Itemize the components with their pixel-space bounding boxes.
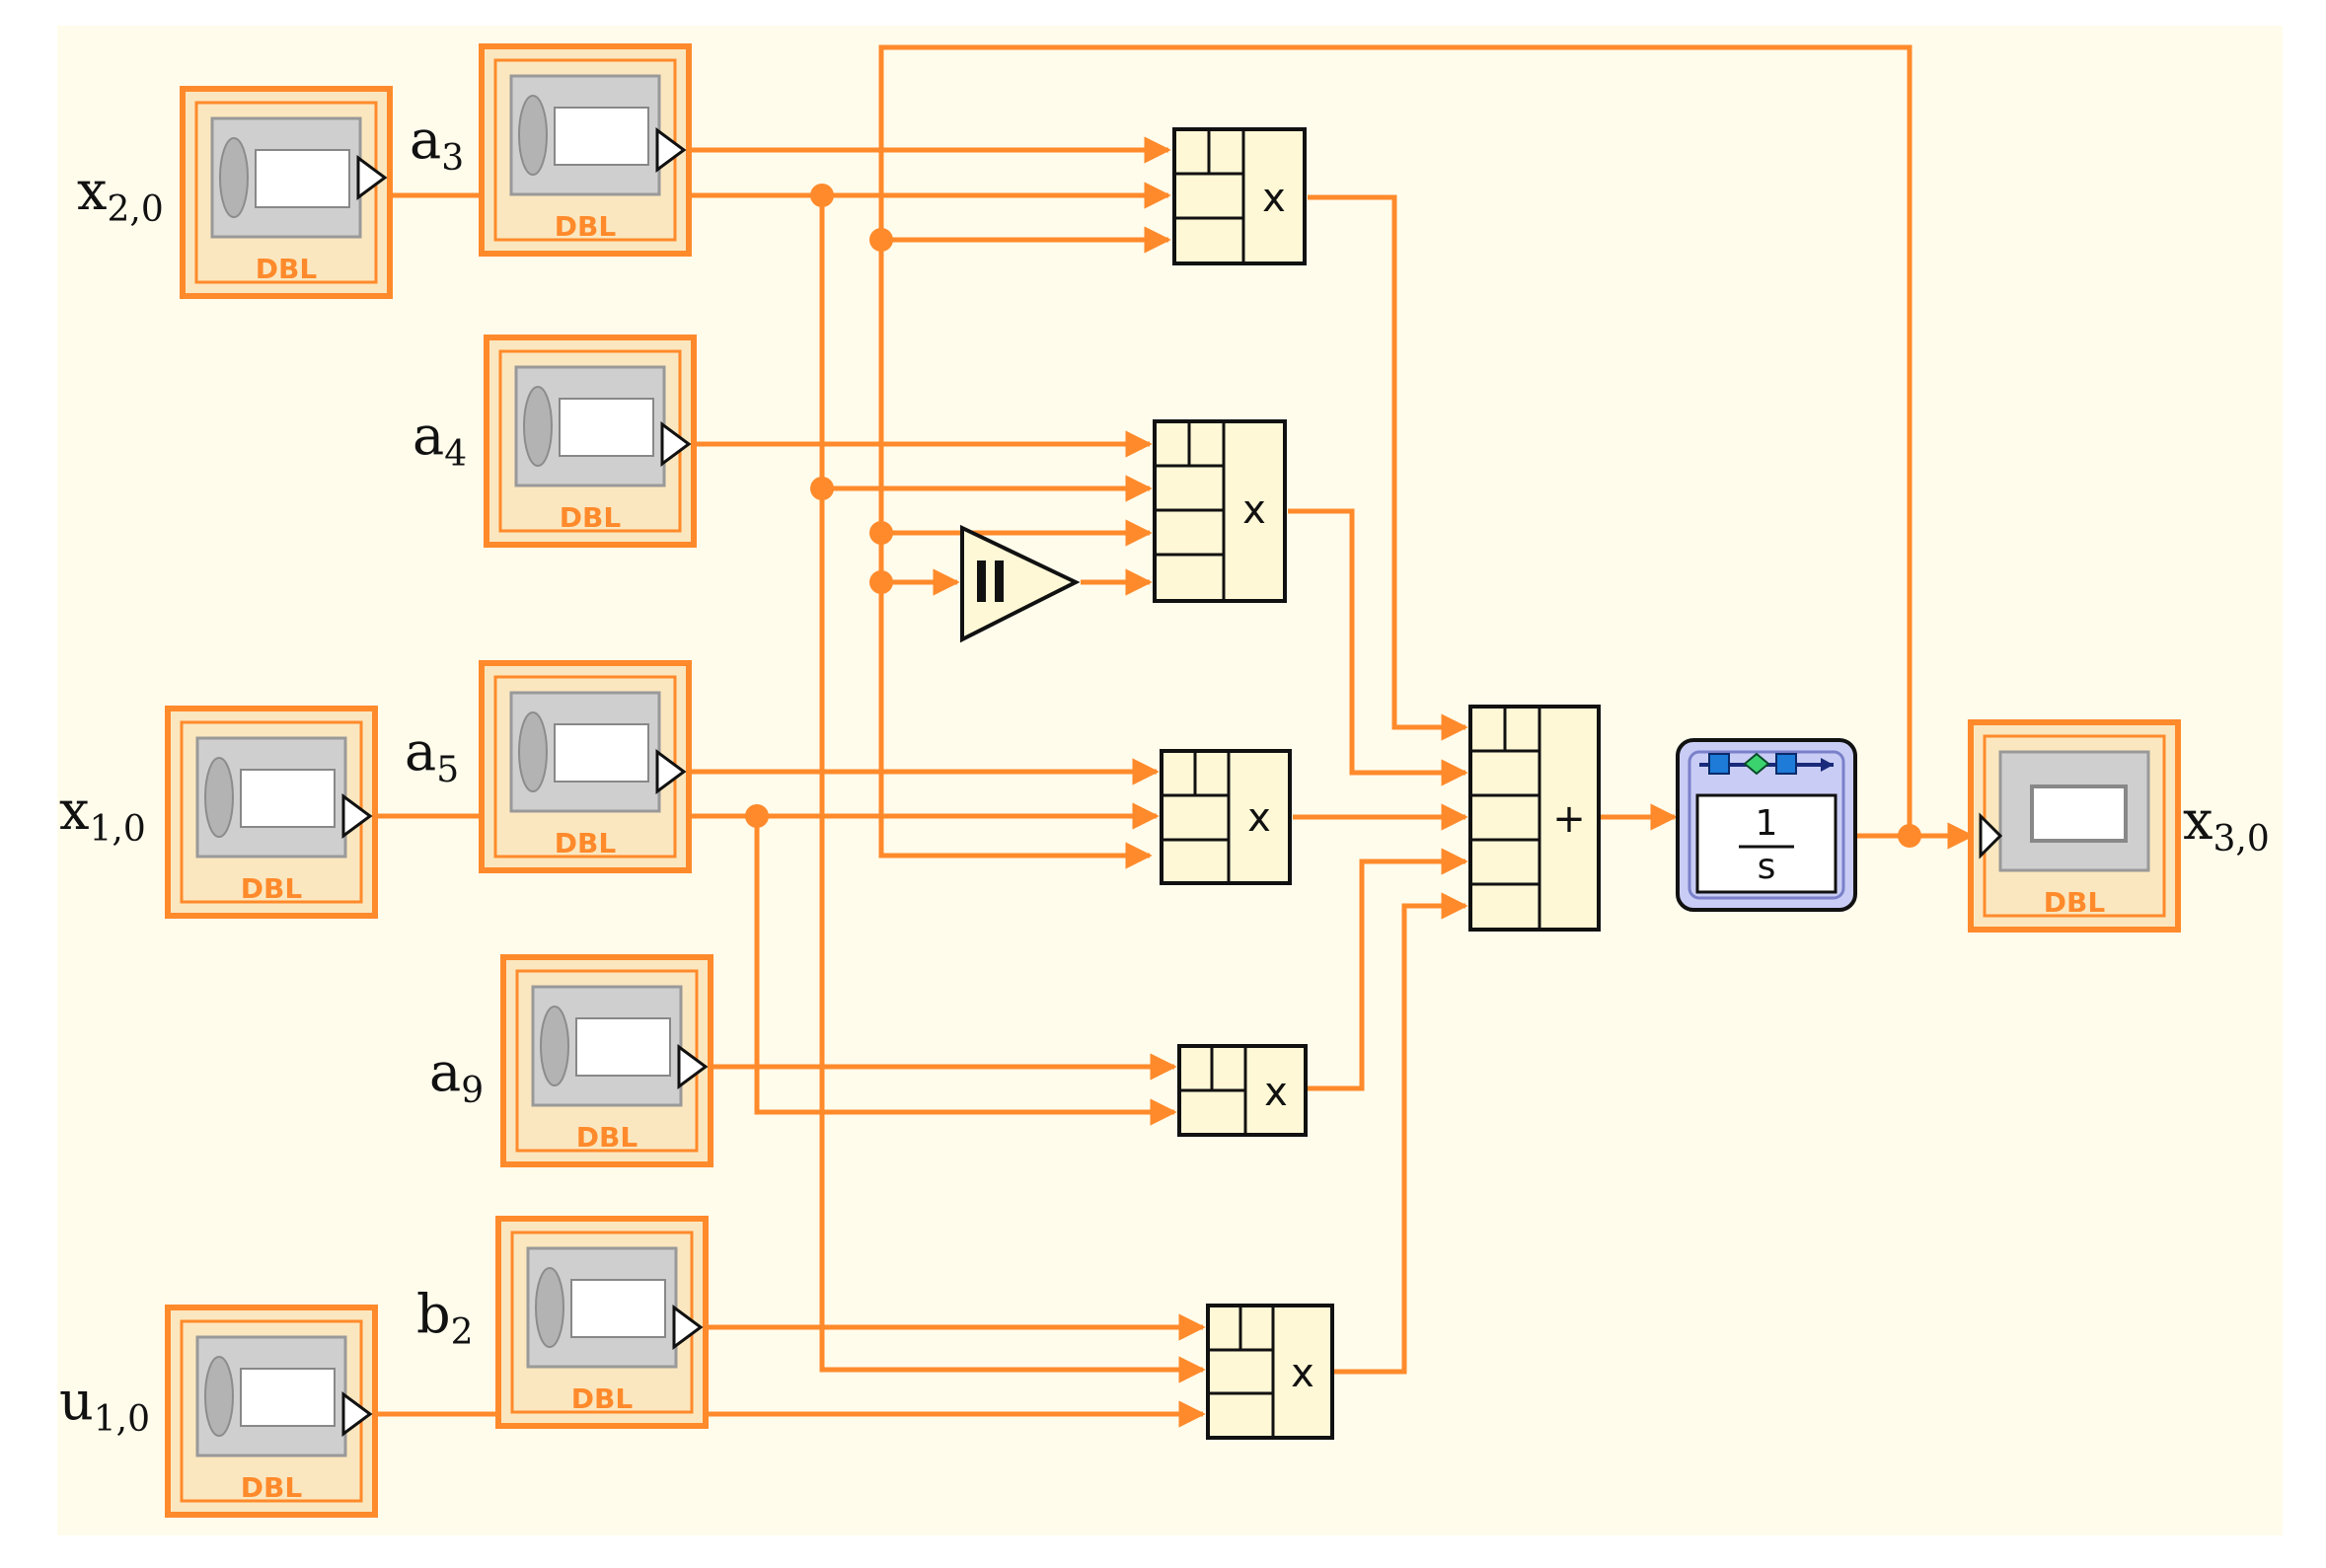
junction-dot bbox=[1898, 824, 1921, 848]
dbl-tag: DBL bbox=[241, 1471, 303, 1504]
multiply-symbol: x bbox=[1264, 1070, 1288, 1115]
control-u10[interactable]: DBL bbox=[165, 1305, 378, 1518]
input-terminal-icon bbox=[1979, 812, 2003, 859]
add-symbol: + bbox=[1552, 796, 1586, 842]
multiply-node-5[interactable]: x bbox=[1206, 1304, 1334, 1440]
dbl-tag: DBL bbox=[555, 827, 617, 859]
output-terminal-icon bbox=[655, 127, 687, 173]
label-a3: a3 bbox=[410, 109, 464, 179]
numeric-spinner-icon bbox=[518, 711, 548, 792]
dbl-tag: DBL bbox=[576, 1121, 638, 1154]
wire-mult5-to-sum[interactable] bbox=[1334, 892, 1468, 1375]
junction-dot bbox=[745, 804, 769, 828]
numeric-spinner-icon bbox=[523, 386, 553, 467]
dbl-tag: DBL bbox=[555, 210, 617, 243]
add-node[interactable]: + bbox=[1468, 705, 1601, 932]
output-terminal-icon bbox=[672, 1305, 704, 1350]
wire-x20-vertical-bus[interactable] bbox=[819, 195, 1206, 1383]
multiply-node-4[interactable]: x bbox=[1177, 1044, 1308, 1137]
label-u10: u1,0 bbox=[59, 1370, 150, 1440]
labels: x2,0 a3 a4 x1,0 a5 a9 u1,0 b2 x3,0 bbox=[59, 109, 2270, 1440]
integrator-denominator: s bbox=[1758, 847, 1776, 887]
multiply-symbol: x bbox=[1291, 1351, 1314, 1396]
dbl-tag: DBL bbox=[560, 501, 622, 534]
numeric-spinner-icon bbox=[204, 1356, 234, 1437]
multiply-node-3[interactable]: x bbox=[1160, 749, 1292, 885]
dbl-tag: DBL bbox=[571, 1382, 634, 1415]
output-terminal-icon bbox=[655, 749, 687, 794]
wire-mult1-to-sum[interactable] bbox=[1308, 194, 1468, 741]
control-a5[interactable]: DBL bbox=[479, 660, 692, 873]
wire-junctions bbox=[745, 184, 1921, 848]
label-a9: a9 bbox=[429, 1041, 484, 1111]
output-terminal-icon bbox=[341, 793, 373, 839]
junction-dot bbox=[869, 521, 893, 545]
numeric-spinner-icon bbox=[204, 757, 234, 838]
output-terminal-icon bbox=[660, 421, 692, 467]
junction-dot bbox=[869, 570, 893, 594]
wire-mult2-to-sum[interactable] bbox=[1288, 508, 1468, 786]
output-terminal-icon bbox=[341, 1391, 373, 1437]
numeric-spinner-icon bbox=[535, 1267, 564, 1348]
numeric-spinner-icon bbox=[219, 137, 249, 218]
label-x10: x1,0 bbox=[59, 780, 146, 850]
label-a5: a5 bbox=[405, 720, 459, 790]
junction-dot bbox=[810, 477, 834, 500]
control-a9[interactable]: DBL bbox=[500, 954, 713, 1167]
dbl-tag: DBL bbox=[256, 253, 318, 285]
timing-loop-icon bbox=[1699, 752, 1834, 776]
control-a4[interactable]: DBL bbox=[484, 335, 697, 548]
pause-icon bbox=[977, 560, 1004, 602]
label-x30: x3,0 bbox=[2183, 789, 2270, 859]
multiply-symbol: x bbox=[1247, 795, 1271, 841]
control-a3[interactable]: DBL bbox=[479, 43, 692, 257]
indicator-x30[interactable]: DBL bbox=[1968, 719, 2181, 933]
wire-mult4-to-sum[interactable] bbox=[1308, 848, 1468, 1091]
control-x10[interactable]: DBL bbox=[165, 706, 378, 919]
label-b2: b2 bbox=[416, 1283, 473, 1353]
multiply-node-1[interactable]: x bbox=[1172, 127, 1307, 265]
integrator-node[interactable]: 1 s bbox=[1676, 738, 1857, 912]
numeric-spinner-icon bbox=[518, 95, 548, 176]
label-x20: x2,0 bbox=[77, 160, 164, 230]
multiply-node-2[interactable]: x bbox=[1153, 419, 1287, 603]
integrator-numerator: 1 bbox=[1756, 803, 1778, 844]
label-a4: a4 bbox=[413, 405, 467, 475]
output-terminal-icon bbox=[356, 155, 388, 200]
junction-dot bbox=[810, 184, 834, 207]
wire-x30-feedback[interactable] bbox=[878, 44, 1913, 869]
junction-dot bbox=[869, 228, 893, 252]
multiply-symbol: x bbox=[1242, 487, 1266, 533]
multiply-symbol: x bbox=[1262, 176, 1286, 221]
control-x20[interactable]: DBL bbox=[180, 86, 393, 299]
numeric-spinner-icon bbox=[540, 1006, 569, 1086]
dbl-tag: DBL bbox=[241, 872, 303, 905]
control-b2[interactable]: DBL bbox=[495, 1216, 709, 1429]
gain-node[interactable] bbox=[960, 524, 1081, 643]
wires bbox=[367, 44, 1975, 1428]
output-terminal-icon bbox=[677, 1044, 709, 1089]
dbl-tag: DBL bbox=[2044, 886, 2106, 919]
wire-x10-vertical-bus[interactable] bbox=[754, 816, 1177, 1126]
